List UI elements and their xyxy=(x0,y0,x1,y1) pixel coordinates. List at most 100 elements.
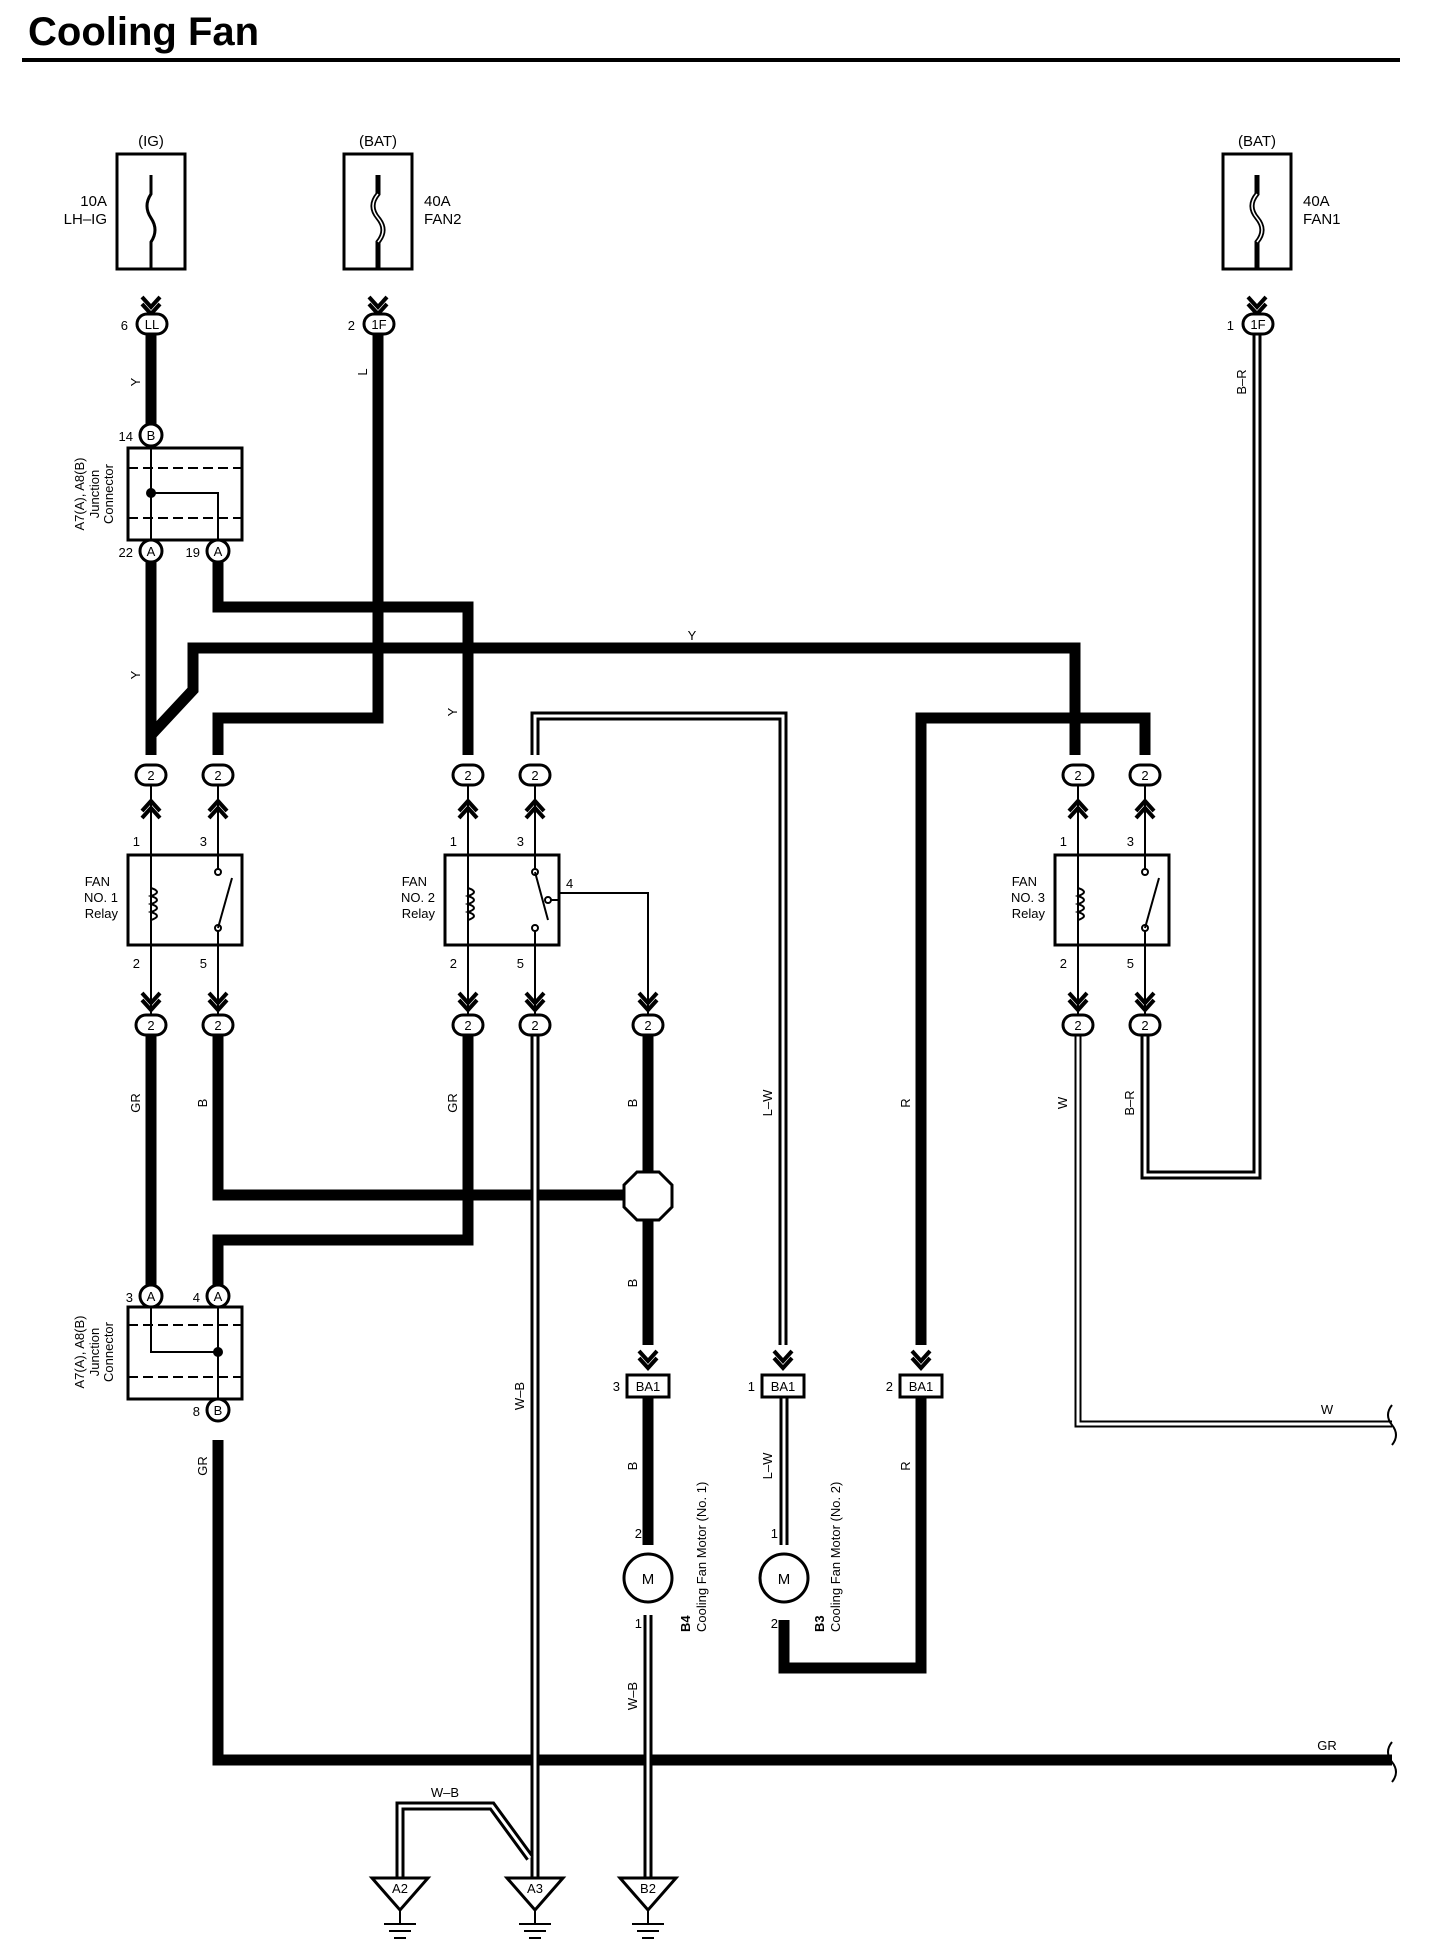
svg-text:Cooling Fan Motor (No. 2): Cooling Fan Motor (No. 2) xyxy=(828,1482,843,1632)
svg-text:A2: A2 xyxy=(392,1881,408,1896)
relay-fan-no3: 1 3 2 5 FAN NO. 3 Relay xyxy=(1011,785,1171,1015)
svg-text:2: 2 xyxy=(214,1018,221,1033)
svg-text:Connector: Connector xyxy=(101,1321,116,1382)
svg-text:1: 1 xyxy=(450,834,457,849)
svg-text:B2: B2 xyxy=(640,1881,656,1896)
svg-text:Y: Y xyxy=(688,628,697,643)
connector-ba1-motor1: BA1 3 xyxy=(613,1373,671,1399)
svg-text:A: A xyxy=(147,544,156,559)
svg-text:2: 2 xyxy=(1060,956,1067,971)
svg-text:2: 2 xyxy=(531,768,538,783)
svg-text:3: 3 xyxy=(517,834,524,849)
relay-fan-no1: 1 3 2 5 FAN NO. 1 Relay xyxy=(84,785,244,1015)
svg-text:A: A xyxy=(147,1289,156,1304)
fuse-source-label: (BAT) xyxy=(1238,133,1276,150)
svg-text:Connector: Connector xyxy=(101,463,116,524)
svg-text:2: 2 xyxy=(348,318,355,333)
svg-text:B: B xyxy=(625,1462,640,1471)
svg-text:1: 1 xyxy=(635,1616,642,1631)
svg-text:GR: GR xyxy=(445,1093,460,1113)
wire-labels: Y L B–R Y Y Y GR B GR B L–W R W B–R B W–… xyxy=(128,368,1337,1800)
svg-text:NO. 2: NO. 2 xyxy=(401,890,435,905)
relay-bottom-connectors: 2 2 2 2 2 2 2 xyxy=(134,1013,1162,1037)
svg-text:2: 2 xyxy=(771,1616,778,1631)
wire-l-fan2 xyxy=(212,330,384,755)
svg-text:2: 2 xyxy=(464,768,471,783)
svg-text:8: 8 xyxy=(193,1404,200,1419)
connector-ba1-r: BA1 2 xyxy=(886,1373,944,1399)
svg-text:BA1: BA1 xyxy=(909,1379,934,1394)
fuse-rating-label: 40A xyxy=(424,193,451,210)
title-rule xyxy=(22,58,1400,62)
svg-text:1F: 1F xyxy=(371,317,386,332)
junction-connector-top: B 14 A 22 A 19 A7(A), A8(B) Junction Con… xyxy=(72,422,244,564)
svg-text:3: 3 xyxy=(1127,834,1134,849)
svg-text:3: 3 xyxy=(126,1290,133,1305)
svg-text:2: 2 xyxy=(1141,1018,1148,1033)
svg-text:B: B xyxy=(195,1099,210,1108)
fuse-name-label: LH–IG xyxy=(64,211,107,228)
svg-text:A7(A), A8(B): A7(A), A8(B) xyxy=(72,458,87,531)
svg-text:Relay: Relay xyxy=(85,906,119,921)
svg-text:B3: B3 xyxy=(812,1615,827,1632)
svg-text:FAN: FAN xyxy=(402,874,427,889)
svg-text:R: R xyxy=(898,1461,913,1470)
fuse-rating-label: 10A xyxy=(80,193,107,210)
fuse-source-label: (IG) xyxy=(138,133,164,150)
svg-text:A3: A3 xyxy=(527,1881,543,1896)
relay-fan-no2: 1 3 4 2 5 FAN NO. 2 Relay xyxy=(401,785,649,1015)
svg-text:B–R: B–R xyxy=(1122,1090,1137,1115)
svg-text:W–B: W–B xyxy=(625,1682,640,1710)
svg-text:M: M xyxy=(642,1571,655,1588)
fuse-name-label: FAN2 xyxy=(424,211,462,228)
svg-text:22: 22 xyxy=(119,545,133,560)
svg-text:W–B: W–B xyxy=(431,1785,459,1800)
svg-text:4: 4 xyxy=(193,1290,200,1305)
svg-text:1: 1 xyxy=(748,1379,755,1394)
svg-text:14: 14 xyxy=(119,429,133,444)
svg-text:1F: 1F xyxy=(1250,317,1265,332)
svg-text:W–B: W–B xyxy=(512,1382,527,1410)
svg-text:B: B xyxy=(625,1099,640,1108)
connector-ll: LL 6 xyxy=(121,312,169,336)
fuse-lh-ig: (IG) 10A LH–IG xyxy=(64,133,187,271)
wire-gr-relay2 xyxy=(212,1035,474,1285)
relay-top-connectors: 2 2 2 2 2 2 xyxy=(134,763,1162,787)
svg-text:5: 5 xyxy=(517,956,524,971)
svg-text:19: 19 xyxy=(186,545,200,560)
svg-text:W: W xyxy=(1055,1096,1070,1109)
svg-text:R: R xyxy=(898,1098,913,1107)
fuse-rating-label: 40A xyxy=(1303,193,1330,210)
wire-y-bus xyxy=(146,642,1081,755)
svg-text:2: 2 xyxy=(147,1018,154,1033)
wire-b-relay1 xyxy=(212,1035,630,1201)
fuse-source-label: (BAT) xyxy=(359,133,397,150)
svg-text:B: B xyxy=(214,1403,223,1418)
svg-text:3: 3 xyxy=(200,834,207,849)
splice-point xyxy=(622,1170,674,1222)
ground-a2: A2 xyxy=(368,1876,432,1939)
svg-text:A: A xyxy=(214,1289,223,1304)
svg-text:B: B xyxy=(147,428,156,443)
svg-text:Junction: Junction xyxy=(87,1328,102,1376)
svg-text:4: 4 xyxy=(566,876,573,891)
svg-text:Y: Y xyxy=(128,670,143,679)
svg-text:A: A xyxy=(214,544,223,559)
svg-text:2: 2 xyxy=(464,1018,471,1033)
wire-r-motor2 xyxy=(778,1395,927,1674)
svg-text:B: B xyxy=(625,1279,640,1288)
svg-text:L: L xyxy=(355,368,370,375)
svg-text:LL: LL xyxy=(145,317,159,332)
page-title: Cooling Fan xyxy=(28,10,260,54)
svg-text:2: 2 xyxy=(644,1018,651,1033)
svg-text:2: 2 xyxy=(1074,1018,1081,1033)
svg-text:2: 2 xyxy=(133,956,140,971)
fuse-fan2: (BAT) 40A FAN2 xyxy=(342,133,462,271)
svg-text:BA1: BA1 xyxy=(636,1379,661,1394)
wires xyxy=(145,330,1392,1766)
connector-ba1-motor2: BA1 1 xyxy=(748,1373,806,1399)
svg-text:1: 1 xyxy=(133,834,140,849)
connector-1f-fan2: 1F 2 xyxy=(348,312,396,336)
striped-wires xyxy=(395,330,1392,1878)
